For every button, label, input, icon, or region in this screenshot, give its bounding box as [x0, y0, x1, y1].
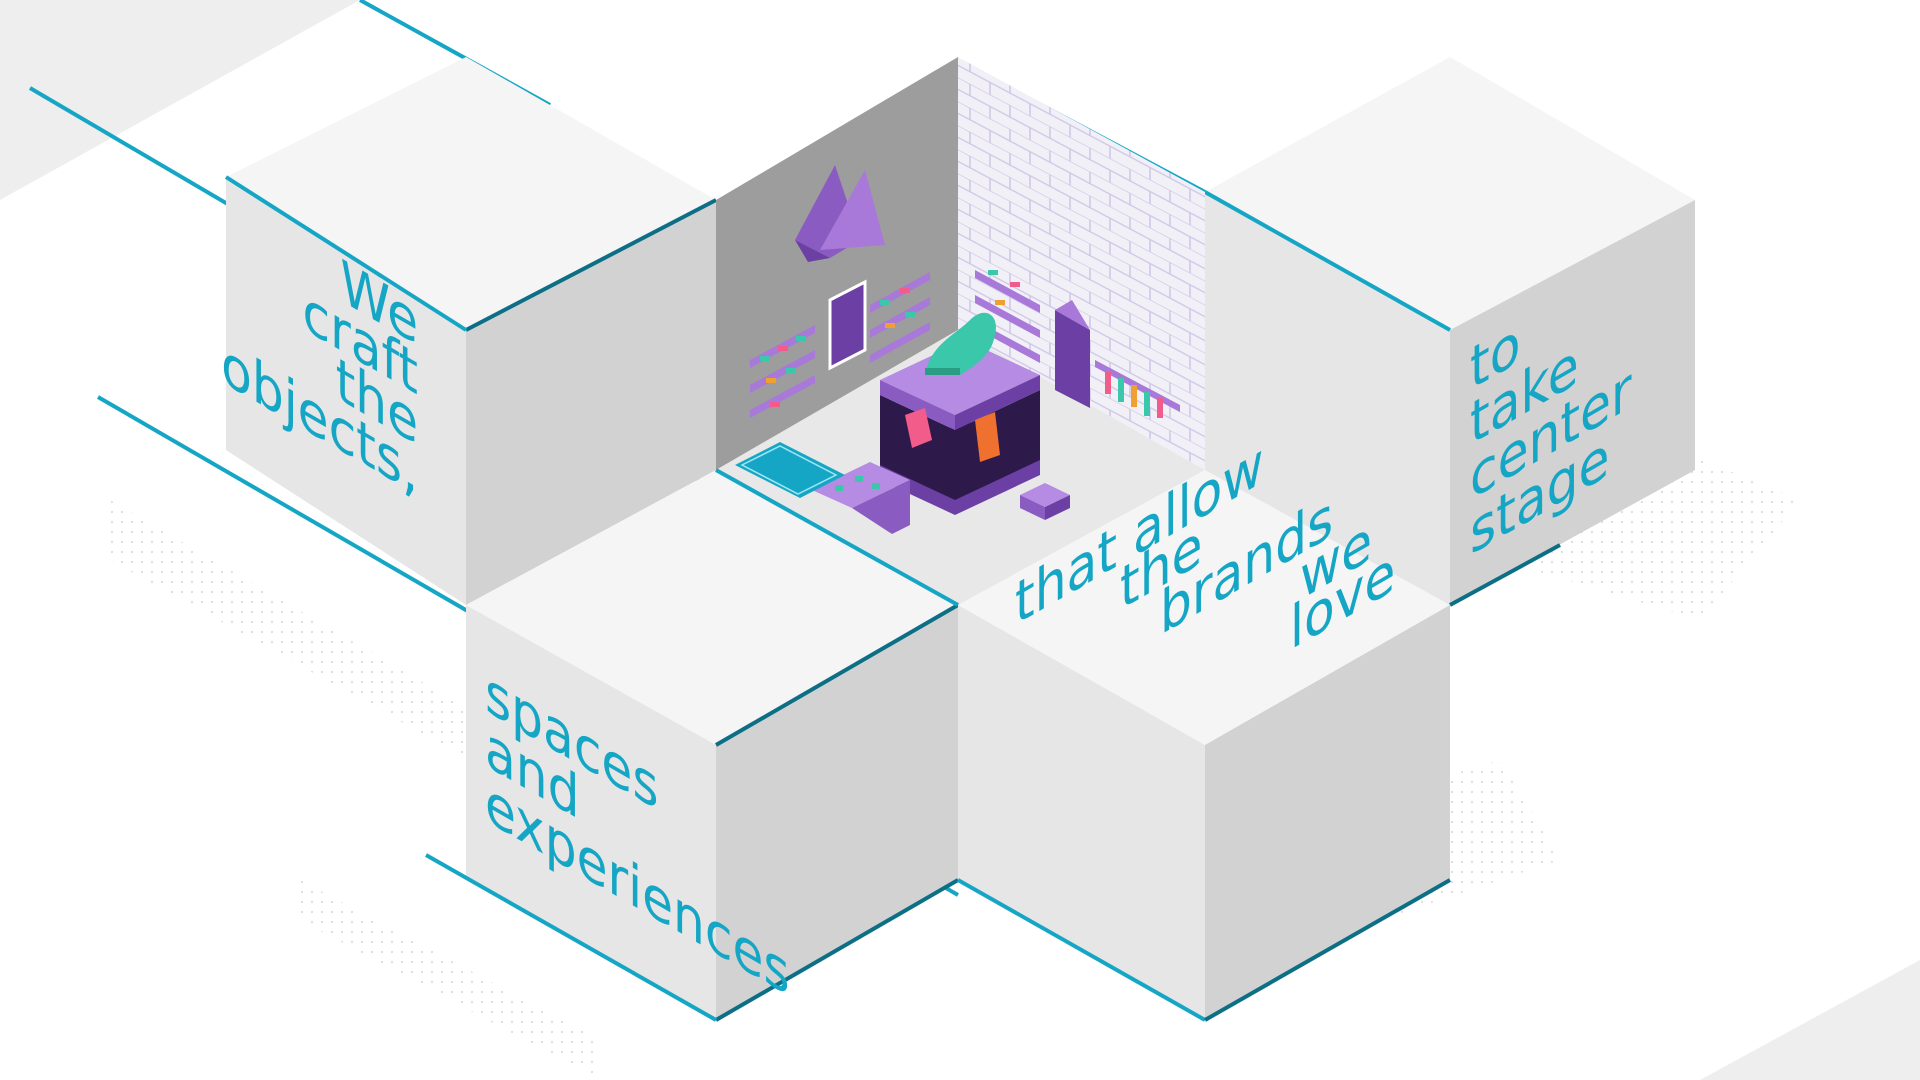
- crystal-sculpture-icon: [795, 165, 885, 262]
- cube-spaces: [425, 470, 960, 1022]
- shoe-shelves-left: [750, 325, 815, 418]
- sneaker-icon: [760, 336, 806, 407]
- floor-display-screen: [735, 442, 845, 498]
- clothes-rack-icon: [1095, 360, 1180, 418]
- framed-picture: [828, 279, 867, 371]
- ottoman: [1020, 483, 1070, 520]
- sneaker-icon: [925, 312, 996, 375]
- hoodie-icon: [905, 408, 1000, 462]
- cube-that-allow: [957, 470, 1451, 1022]
- kiosk-icon: [880, 312, 1040, 515]
- cube-to-take: [984, 57, 1695, 607]
- store-room: [715, 57, 1205, 607]
- bench-icon: [812, 462, 910, 534]
- cabinet: [1055, 300, 1090, 408]
- shoe-shelves-center: [870, 272, 930, 363]
